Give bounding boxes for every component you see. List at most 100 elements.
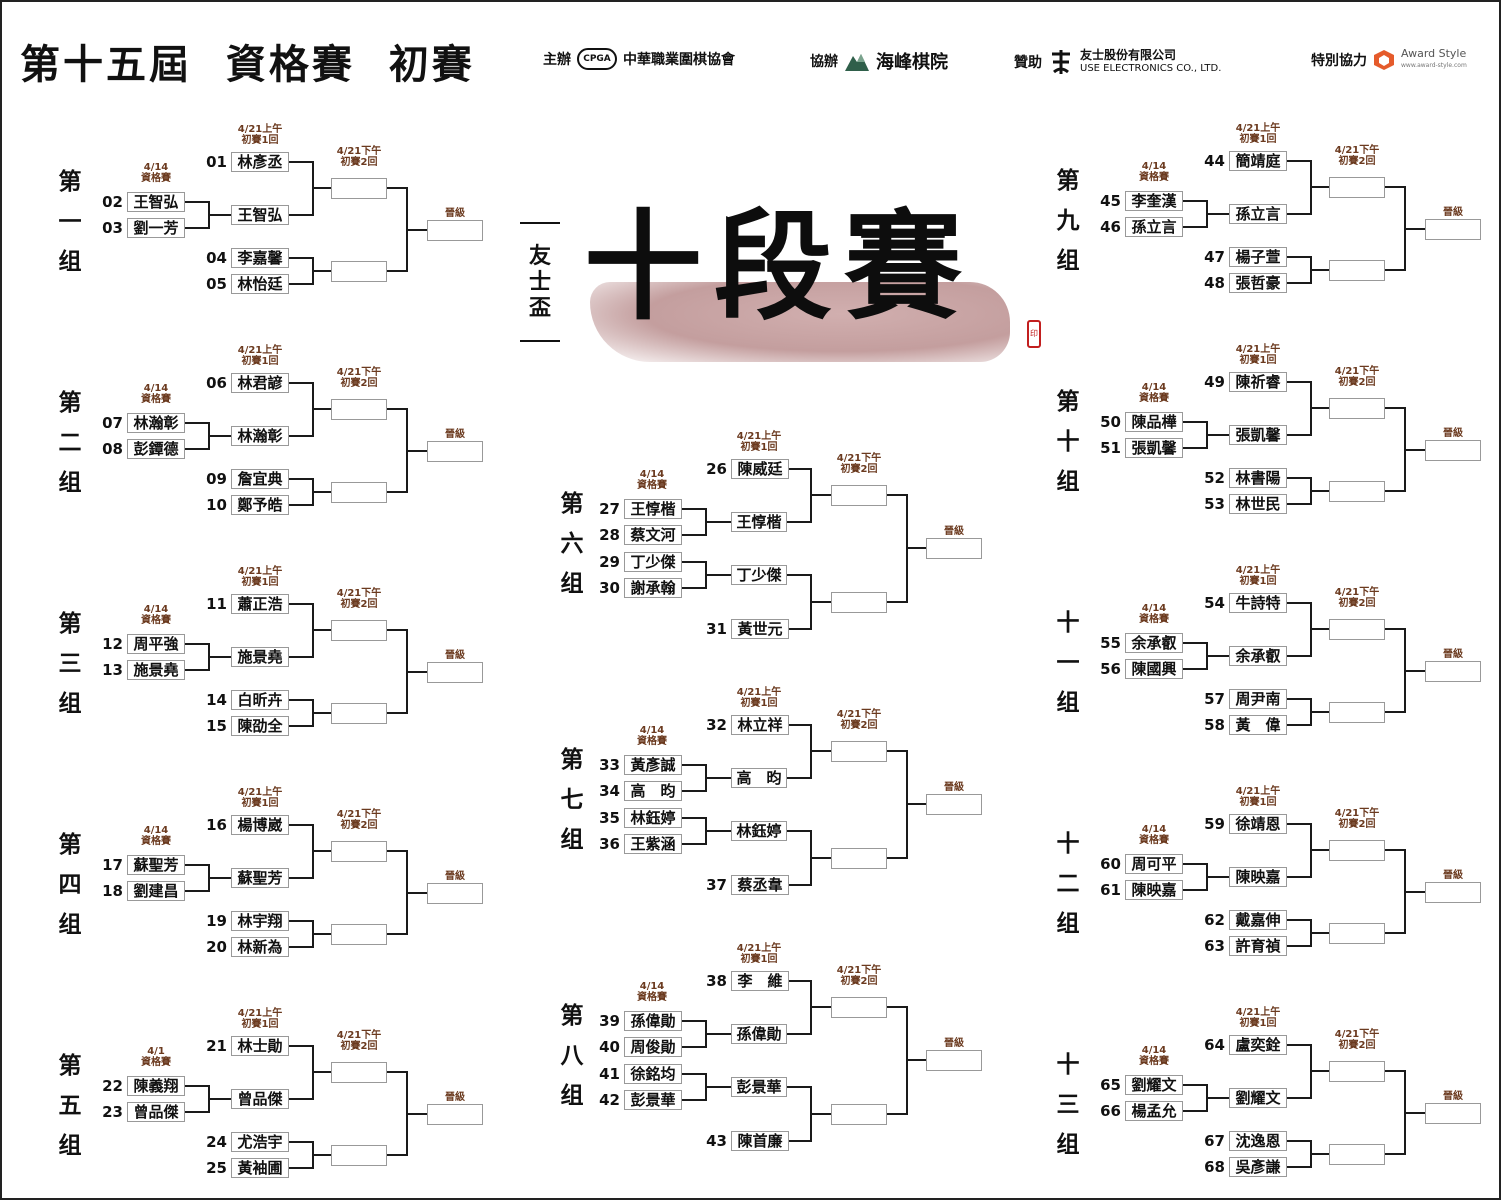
advance-slot: [427, 220, 483, 241]
player-name: 林立祥: [731, 715, 789, 735]
seed-number: 28: [599, 526, 620, 544]
round-name-note: 初賽1回: [1239, 1018, 1277, 1029]
round-name-note: 資格賽: [637, 480, 667, 491]
ten-dan-calligraphy: 友 士 盃 十段賽 印: [520, 192, 1041, 372]
match-time-note: 4/21下午: [1334, 1029, 1380, 1040]
player-name: 林瀚彰: [231, 426, 289, 446]
seed-number: 05: [206, 275, 227, 293]
seed-number: 27: [599, 500, 620, 518]
round-name-note: 初賽2回: [1338, 377, 1376, 388]
result-slot: [831, 997, 887, 1018]
seed-number: 42: [599, 1091, 620, 1109]
round-name-note: 初賽2回: [340, 1041, 378, 1052]
advance-label: 晉級: [445, 429, 465, 440]
seed-number: 57: [1204, 690, 1225, 708]
bracket-connector: [1287, 256, 1329, 284]
match-time-note: 4/21上午: [237, 787, 283, 798]
bracket-connector: [787, 830, 831, 886]
bracket-connector: [185, 201, 231, 229]
use-logo-icon: [1048, 48, 1074, 76]
player-name: 施景堯: [127, 660, 185, 680]
match-time-note: 4/21上午: [237, 124, 283, 135]
player-name: 楊子萱: [1229, 247, 1287, 267]
sponsor-url: www.award-style.com: [1401, 62, 1467, 69]
round-name-note: 初賽1回: [1239, 134, 1277, 145]
result-slot: [331, 261, 387, 282]
bracket-connector: [680, 1073, 731, 1101]
round-name-note: 初賽2回: [1338, 819, 1376, 830]
bracket-connector: [289, 824, 331, 879]
match-time-note: 4/14: [1141, 382, 1167, 393]
player-name: 陳映嘉: [1125, 880, 1183, 900]
match-time-note: 4/21上午: [237, 1008, 283, 1019]
player-name: 曾品傑: [231, 1089, 289, 1109]
cup-name-char: 士: [528, 269, 551, 295]
seed-number: 13: [102, 661, 123, 679]
match-time-note: 4/21下午: [1334, 145, 1380, 156]
seed-number: 32: [706, 716, 727, 734]
result-slot: [1329, 177, 1385, 198]
player-name: 周平強: [127, 634, 185, 654]
advance-slot: [427, 1104, 483, 1125]
bracket-connector: [1385, 186, 1425, 271]
seed-number: 36: [599, 835, 620, 853]
group-label: 第二组: [50, 383, 90, 503]
seed-number: 61: [1100, 881, 1121, 899]
seed-number: 29: [599, 553, 620, 571]
player-name: 劉一芳: [127, 218, 185, 238]
player-name: 林彥丞: [231, 152, 289, 172]
seed-number: 58: [1204, 716, 1225, 734]
round-name-note: 資格賽: [141, 1057, 171, 1068]
bracket-connector: [787, 980, 831, 1035]
group-label-char: 九: [1056, 207, 1080, 234]
round-name-note: 資格賽: [1139, 1056, 1169, 1067]
player-name: 丁少傑: [731, 565, 787, 585]
advance-slot: [427, 441, 483, 462]
round-name-note: 資格賽: [1139, 172, 1169, 183]
round-name-note: 資格賽: [141, 394, 171, 405]
group-label-char: 六: [560, 530, 584, 557]
group-label-char: 组: [1056, 247, 1080, 274]
round-name-note: 初賽1回: [241, 356, 279, 367]
player-name: 周尹南: [1229, 689, 1287, 709]
round-name-note: 初賽1回: [1239, 576, 1277, 587]
player-name: 陳映嘉: [1229, 867, 1287, 887]
advance-slot: [1425, 440, 1481, 461]
tournament-name: 十段賽: [584, 197, 975, 336]
bracket-connector: [1183, 642, 1229, 670]
bracket-connector: [1183, 863, 1229, 891]
player-name: 謝承翰: [624, 578, 682, 598]
group-label-char: 八: [560, 1042, 584, 1069]
result-slot: [331, 1062, 387, 1083]
player-name: 蕭正浩: [231, 594, 289, 614]
player-name: 丁少傑: [624, 552, 682, 572]
group-label-char: 七: [560, 786, 584, 813]
seed-number: 03: [102, 219, 123, 237]
player-name: 彭鐔德: [127, 439, 185, 459]
match-time-note: 4/14: [639, 981, 665, 992]
bracket-connector: [1385, 407, 1425, 492]
group-label: 第六组: [552, 484, 592, 604]
match-time-note: 4/21下午: [336, 588, 382, 599]
bracket-connector: [289, 478, 331, 506]
round-name-note: 初賽1回: [1239, 355, 1277, 366]
round-name-note: 資格賽: [141, 836, 171, 847]
result-slot: [331, 620, 387, 641]
group-label: 第七组: [552, 740, 592, 860]
result-slot: [1329, 923, 1385, 944]
match-time-note: 4/21下午: [1334, 587, 1380, 598]
bracket-connector: [289, 257, 331, 285]
match-time-note: 4/21上午: [1235, 344, 1281, 355]
bracket-connector: [185, 1085, 231, 1113]
advance-slot: [926, 794, 982, 815]
player-name: 劉建昌: [127, 881, 185, 901]
bracket-connector: [289, 161, 331, 216]
group-label-char: 第: [58, 610, 82, 637]
seed-number: 53: [1204, 495, 1225, 513]
result-slot: [1329, 1144, 1385, 1165]
bracket-connector: [185, 643, 231, 671]
group-label-char: 一: [1056, 649, 1080, 676]
group-label-char: 五: [58, 1092, 82, 1119]
group-label: 第八组: [552, 996, 592, 1116]
match-time-note: 4/21下午: [836, 709, 882, 720]
